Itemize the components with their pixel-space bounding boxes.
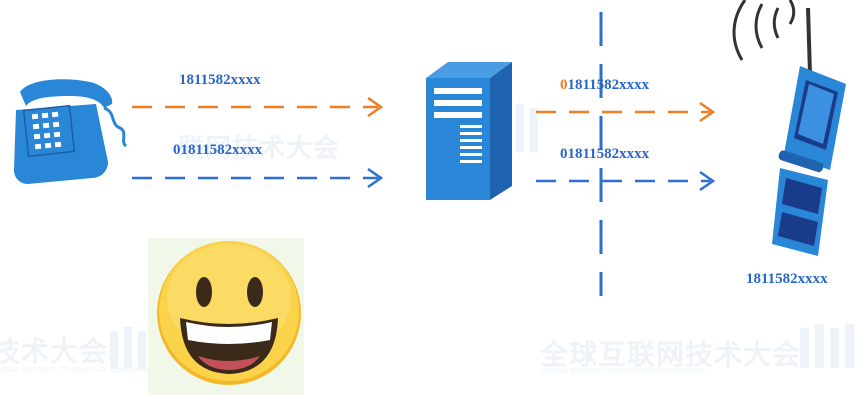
label-top-left-number: 1811582xxxx bbox=[179, 72, 261, 88]
server-tower-icon bbox=[426, 62, 512, 200]
arrow-right-blue bbox=[536, 170, 716, 192]
label-mid-left-number: 01811582xxxx bbox=[173, 142, 263, 158]
arrow-left-blue bbox=[132, 167, 384, 189]
label-phone-number: 1811582xxxx bbox=[746, 271, 828, 287]
arrow-right-orange bbox=[536, 101, 716, 123]
landline-telephone-icon bbox=[14, 79, 128, 184]
watermark-left: 技术大会 bbox=[0, 335, 109, 368]
label-top-right-number: 01811582xxxx bbox=[560, 78, 649, 93]
label-mid-right-number: 01811582xxxx bbox=[560, 146, 650, 162]
label-top-right-prefix: 0 bbox=[560, 77, 568, 93]
watermark-center: 联网技术大会 bbox=[178, 134, 341, 164]
watermark-left-sub: GLOBAL INTERNET TECHNOLOGY CONFERENCE bbox=[0, 366, 158, 374]
grinning-face-emoji-icon bbox=[148, 238, 304, 395]
watermark-right: 全球互联网技术大会 bbox=[540, 338, 802, 371]
arrow-left-orange bbox=[132, 96, 384, 118]
watermark-right-sub: GLOBAL INTERNET TECHNOLOGY CONFERENCE bbox=[540, 367, 706, 375]
watermark-logo-right bbox=[800, 324, 854, 368]
flip-mobile-phone-icon bbox=[732, 0, 846, 256]
label-top-right-rest: 1811582xxxx bbox=[567, 77, 650, 93]
